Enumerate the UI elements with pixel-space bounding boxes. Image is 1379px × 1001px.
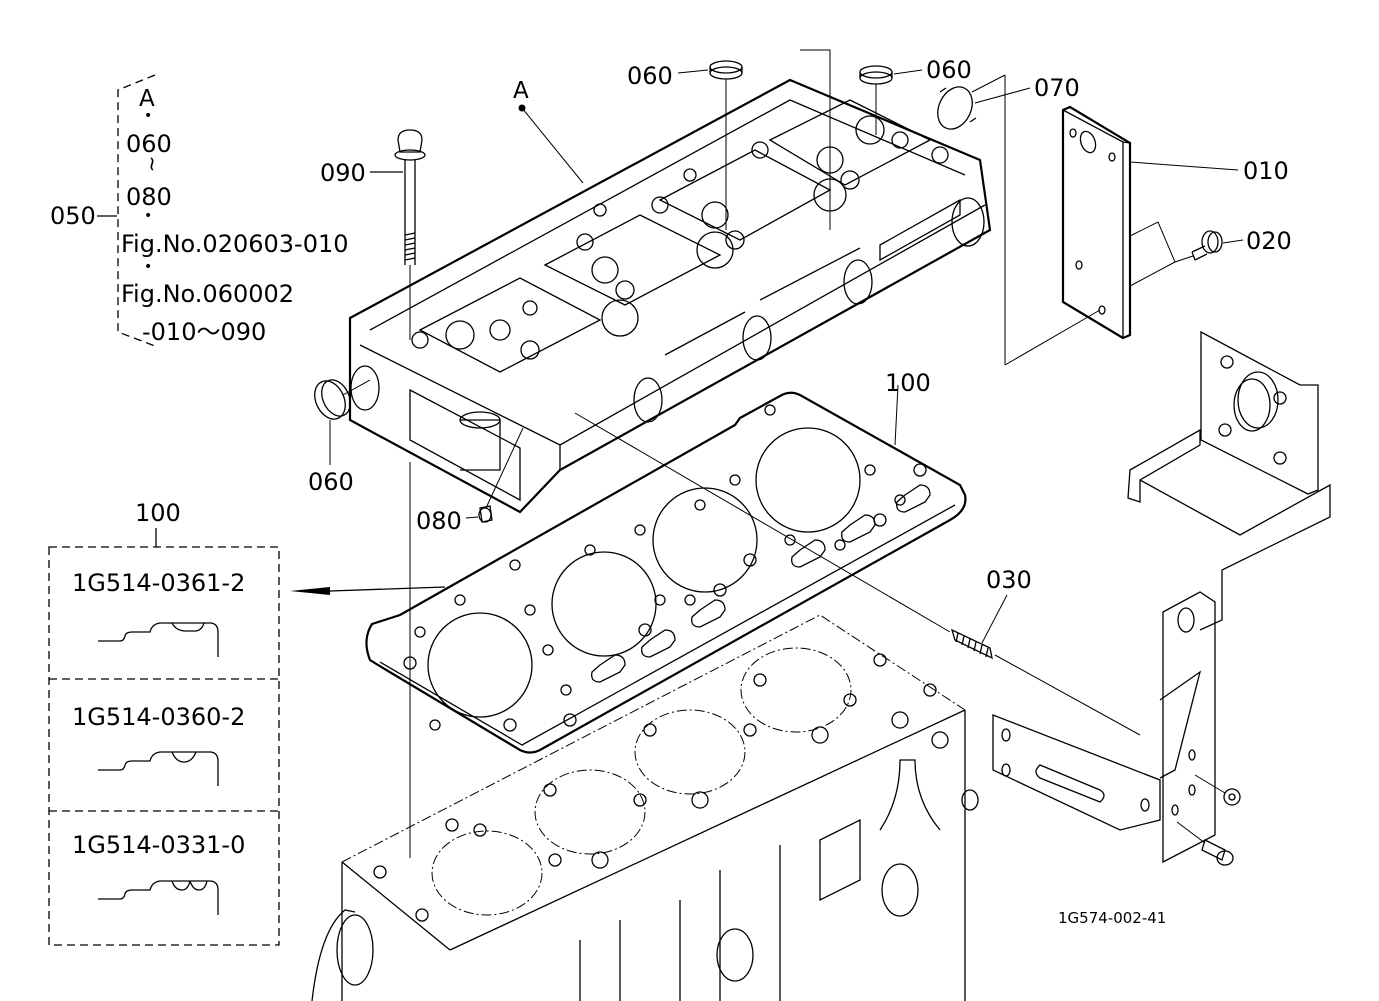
- callout-060-side: 060: [308, 468, 354, 496]
- assembly-050-bullet-3: •: [144, 259, 153, 275]
- plate-010: [1004, 105, 1239, 366]
- plug-070: [800, 49, 1031, 365]
- assembly-050-tilde: ~: [140, 155, 165, 173]
- cylinder-block: [311, 614, 979, 1001]
- assembly-050-line-060: 060: [126, 130, 172, 158]
- assembly-050-bracket: [97, 74, 156, 347]
- callout-assembly-a: A: [513, 78, 529, 104]
- hanger-bracket: [992, 330, 1331, 866]
- assembly-050-bullet-2: •: [144, 208, 153, 224]
- stud-030: [574, 412, 1141, 736]
- gasket-variant-part-number: 1G514-0331-0: [72, 831, 246, 859]
- gasket-variant-part-number: 1G514-0360-2: [72, 703, 246, 731]
- callout-060-top-right: 060: [926, 56, 972, 84]
- assembly-050-line-a: A: [139, 86, 155, 112]
- callout-070: 070: [1034, 74, 1080, 102]
- callout-060-top-left: 060: [627, 62, 673, 90]
- gasket-profile-2: [98, 751, 219, 786]
- assembly-050-fig-060002: Fig.No.060002: [121, 280, 295, 308]
- assembly-050-fig-020603: Fig.No.020603-010: [121, 230, 349, 258]
- screw-020: [1174, 230, 1244, 263]
- callout-020: 020: [1246, 227, 1292, 255]
- seal-060-top-left: [677, 60, 743, 230]
- callout-010: 010: [1243, 157, 1289, 185]
- callout-030: 030: [986, 566, 1032, 594]
- gasket-variant-part-number: 1G514-0361-2: [72, 569, 246, 597]
- callout-090: 090: [320, 159, 366, 187]
- callout-080: 080: [416, 507, 462, 535]
- assembly-050-bullet-1: •: [144, 108, 153, 124]
- plug-080: [465, 427, 524, 523]
- assembly-050-line-080: 080: [126, 183, 172, 211]
- callout-050: 050: [50, 202, 96, 230]
- head-gasket-100: [365, 384, 967, 754]
- assembly-a-leader: [518, 104, 584, 184]
- seal-060-side: [314, 379, 371, 465]
- callout-100-box: 100: [135, 499, 181, 527]
- assembly-050-range: -010～090: [142, 318, 267, 346]
- gasket-profile-1: [98, 622, 219, 657]
- diagram-reference-code: 1G574-002-41: [1058, 909, 1167, 927]
- gasket-profile-3: [98, 880, 219, 915]
- seal-060-top-right: [859, 65, 923, 135]
- gasket-variant-box: [48, 528, 446, 946]
- callout-100-gasket: 100: [885, 369, 931, 397]
- bolt-090: [370, 129, 426, 340]
